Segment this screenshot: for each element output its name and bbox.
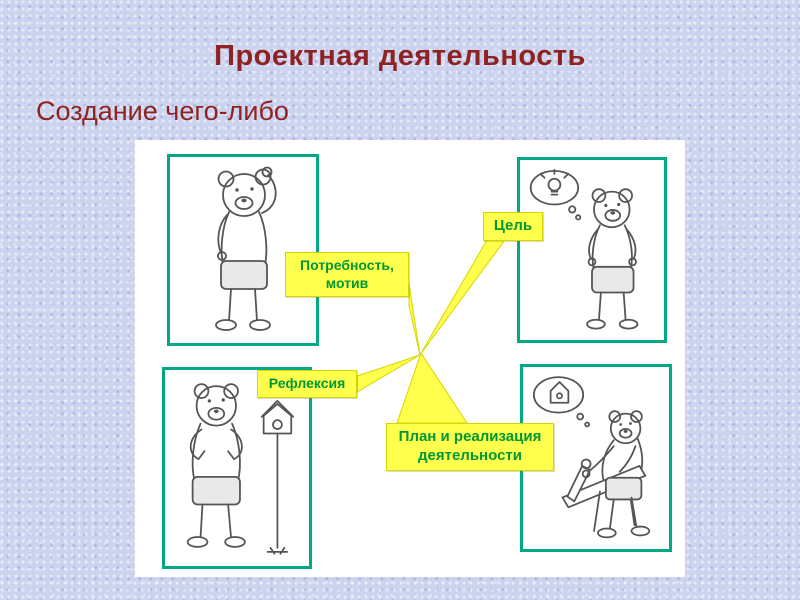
frame-bottom-right	[520, 364, 672, 552]
arm-akimbo-left	[189, 428, 206, 461]
connector-need-tail	[408, 283, 421, 356]
raised-arm	[261, 174, 277, 214]
lightbulb-icon	[539, 169, 570, 196]
callout-connectors	[356, 239, 506, 424]
connector-plan-tail	[396, 351, 468, 424]
label-reflection: Рефлексия	[257, 370, 357, 398]
label-plan-realization: План и реализация деятельности	[386, 423, 554, 471]
connector-goal-tail	[419, 239, 506, 356]
frame-top-left	[167, 154, 319, 346]
arm-akimbo-right	[227, 428, 243, 461]
bear-thinking-illustration	[215, 166, 277, 331]
diagram-panel: Потребность, мотив Цель Рефлексия План и…	[135, 140, 685, 577]
connector-reflection-tail	[356, 354, 421, 393]
birdhouse-dream-icon	[549, 381, 570, 404]
slide-title: Проектная деятельность	[214, 40, 586, 72]
label-need-motive: Потребность, мотив	[285, 252, 409, 297]
bear-proud-illustration	[186, 383, 295, 555]
bear-idea-illustration	[529, 169, 639, 330]
frame-bottom-left	[162, 367, 312, 569]
birdhouse-icon	[260, 400, 295, 555]
bear-sawing-illustration	[532, 376, 651, 539]
label-goal: Цель	[483, 212, 543, 241]
plank	[561, 465, 647, 509]
thought-bubble	[532, 376, 590, 428]
saw-icon	[566, 458, 592, 503]
sawing-arm	[587, 445, 615, 473]
frame-top-right	[517, 157, 667, 343]
slide-subtitle: Создание чего-либо	[36, 96, 289, 126]
